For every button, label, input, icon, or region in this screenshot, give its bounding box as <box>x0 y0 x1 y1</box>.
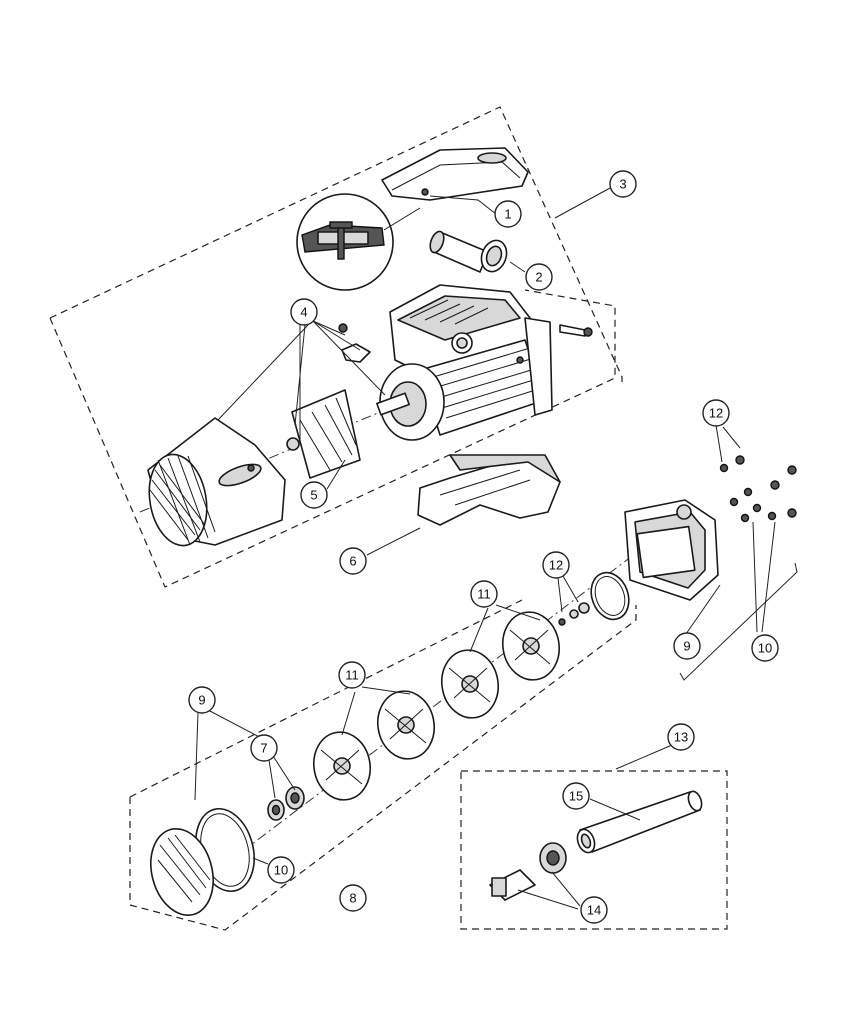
callout-15: 15 <box>562 782 590 810</box>
leader-lines <box>194 187 776 910</box>
housing-screws <box>719 455 797 523</box>
callout-3: 3 <box>609 170 637 198</box>
callout-label: 5 <box>310 488 317 503</box>
motor-base <box>417 454 561 526</box>
callout-label: 8 <box>349 891 356 906</box>
callout-4: 4 <box>290 298 318 326</box>
callout-11-lower: 11 <box>338 661 366 689</box>
hose-kit-boundary <box>460 770 728 930</box>
callout-label: 9 <box>683 639 690 654</box>
callout-2: 2 <box>525 263 553 291</box>
electric-motor <box>376 284 553 441</box>
impeller-stage <box>441 649 499 719</box>
callout-label: 10 <box>758 641 772 656</box>
callout-label: 7 <box>260 741 267 756</box>
fan-cover <box>147 417 286 547</box>
callout-label: 13 <box>674 730 688 745</box>
callout-10-lower: 10 <box>267 856 295 884</box>
callout-5: 5 <box>300 481 328 509</box>
callout-label: 14 <box>587 903 601 918</box>
callout-label: 6 <box>349 554 356 569</box>
callout-1: 1 <box>494 200 522 228</box>
callout-label: 2 <box>535 270 542 285</box>
bushings <box>267 786 305 821</box>
capacitor <box>429 230 508 273</box>
cooling-fan <box>286 389 361 479</box>
callout-label: 9 <box>198 693 205 708</box>
pump-stack-boundary <box>129 599 637 931</box>
callout-13: 13 <box>667 723 695 751</box>
callout-12-lower: 12 <box>542 551 570 579</box>
callout-label: 15 <box>569 789 583 804</box>
screw-detail-inset <box>296 193 421 291</box>
callout-11-upper: 11 <box>470 580 498 608</box>
callout-6: 6 <box>339 547 367 575</box>
seal-bracket-right <box>679 562 798 681</box>
callout-9-upper: 9 <box>673 632 701 660</box>
impeller-stage <box>502 611 560 681</box>
pump-housing <box>624 499 719 601</box>
impeller-stage <box>313 731 371 801</box>
callout-label: 10 <box>274 863 288 878</box>
callout-9-lower: 9 <box>188 686 216 714</box>
callout-7: 7 <box>250 734 278 762</box>
hose <box>576 790 703 854</box>
terminal-box-lid <box>381 147 529 201</box>
callout-label: 12 <box>709 406 723 421</box>
callout-14: 14 <box>580 896 608 924</box>
hose-fittings <box>489 842 567 901</box>
callout-label: 12 <box>549 558 563 573</box>
callout-label: 3 <box>619 177 626 192</box>
impeller-stage <box>377 690 435 760</box>
callout-12-upper: 12 <box>702 399 730 427</box>
callout-label: 11 <box>477 587 491 602</box>
callout-10-upper: 10 <box>751 634 779 662</box>
motor-assembly-boundary <box>49 106 623 588</box>
o-ring-upper <box>590 571 630 621</box>
callout-label: 4 <box>300 305 307 320</box>
inlet-cover <box>150 827 214 917</box>
callout-label: 11 <box>345 668 359 683</box>
washers <box>558 602 590 626</box>
callout-label: 1 <box>504 207 511 222</box>
callout-8: 8 <box>339 884 367 912</box>
